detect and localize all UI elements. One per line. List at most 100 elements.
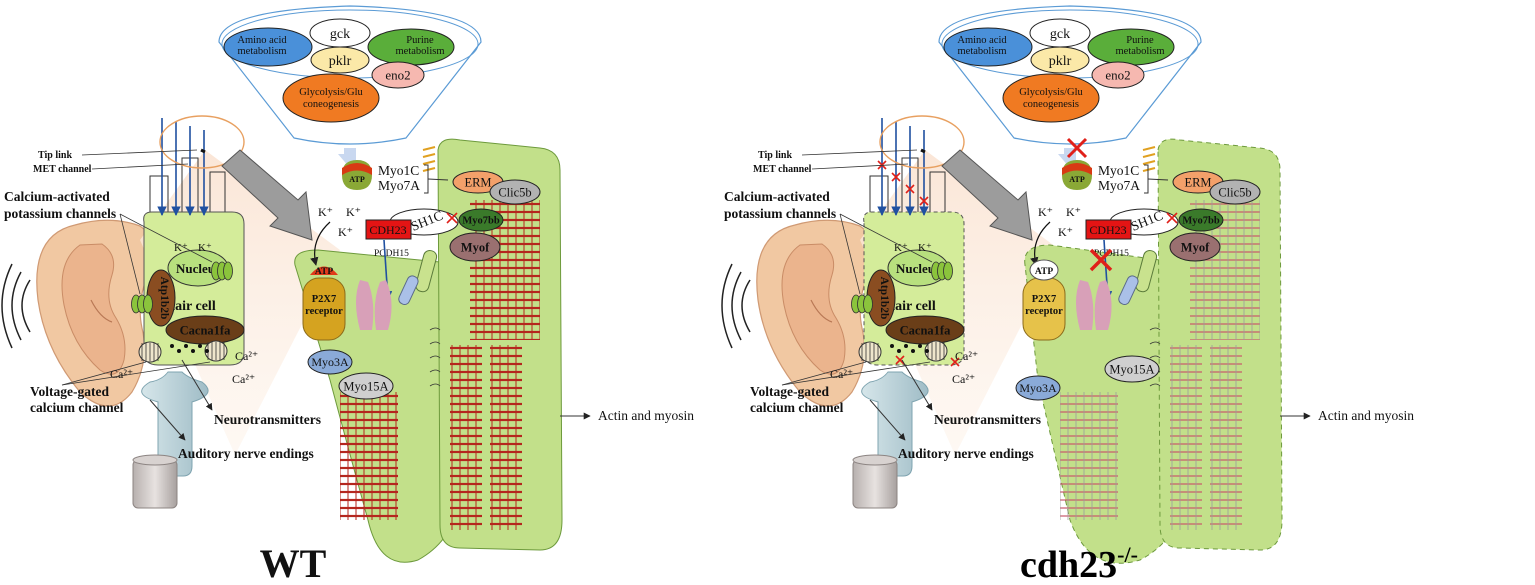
ear-fold	[810, 299, 833, 323]
erm-label: ERM	[1184, 175, 1211, 189]
auditory-nerve	[141, 371, 209, 477]
sound-wave-1	[21, 279, 31, 333]
amino-acid-metabolism	[943, 27, 1033, 67]
erm-link-2	[422, 153, 436, 158]
ca-k-leader-2	[119, 213, 141, 295]
ush1c-cross	[446, 212, 458, 224]
auditory-nerve	[861, 371, 929, 477]
nucleus-label: Nucleus	[176, 261, 220, 276]
vg-channel-label-2: calcium channel	[30, 400, 124, 415]
myo3a-label: Myo3A	[1019, 381, 1057, 395]
ca-k-channels-label-2: potassium channels	[724, 206, 836, 221]
cacna1fa-shape	[165, 315, 245, 345]
cdh23-box	[1085, 219, 1132, 240]
lateral-link-2	[1149, 341, 1161, 345]
myosin-motor-cap	[1062, 163, 1092, 175]
panel-title-wt: WT	[260, 541, 327, 585]
nerve-cylinder	[852, 459, 898, 509]
actin-bundle-right-mid	[1210, 345, 1242, 530]
myof-shape	[449, 232, 501, 262]
k-channel-right	[211, 261, 233, 281]
panel-title-ko-sup: -/-	[1117, 542, 1138, 567]
clic5b-shape	[1209, 179, 1261, 205]
met-blocked-x-2	[891, 172, 901, 182]
bundle-zoom-circle	[879, 115, 965, 169]
panel-title-ko: cdh23-/-	[1020, 542, 1138, 585]
ca-ion-label-right-1: Ca²⁺	[955, 349, 978, 363]
myo7bb-label: Myo7bb	[462, 216, 500, 227]
tip-link-label: Tip link	[38, 150, 72, 161]
ca-ion-label-right-2: Ca²⁺	[232, 372, 255, 386]
neurotransmitters-label: Neurotransmitters	[214, 412, 321, 427]
tip-link-leader	[81, 149, 198, 156]
gene-eno2-shape	[371, 61, 425, 89]
glycolysis-gluconeogenesis-shape	[282, 73, 380, 123]
glycolysis-label-2: coneogenesis	[303, 99, 359, 110]
vesicle-5	[918, 344, 922, 348]
gene-pklr-shape	[1030, 46, 1090, 74]
amino-acid-metabolism	[223, 27, 313, 67]
tip-link-mark	[920, 148, 926, 154]
receptor-right-lobe	[1094, 280, 1112, 330]
neurotransmitters-label: Neurotransmitters	[934, 412, 1041, 427]
gene-pklr-label: pklr	[329, 54, 352, 69]
glycolysis-label-2: coneogenesis	[1023, 99, 1079, 110]
auditory-label: Auditory nerve endings	[898, 446, 1034, 461]
receptor-left-lobe	[356, 280, 374, 330]
panel-wt: Amino acidmetabolismPurinemetabolismGlyc…	[1, 5, 694, 585]
cacna1fa-label: Cacna1fa	[900, 323, 951, 337]
atp1b2b-label: Atp1b2b	[158, 277, 170, 320]
gene-eno2: eno2	[371, 61, 425, 89]
atp1b2b-label: Atp1b2b	[878, 277, 890, 320]
tip-link-leader	[801, 149, 918, 156]
metabolism-funnel: Amino acidmetabolismPurinemetabolismGlyc…	[218, 5, 482, 145]
ush1c-tether	[1135, 249, 1158, 293]
gene-eno2-shape	[1091, 61, 1145, 89]
cacna1fa-label: Cacna1fa	[180, 323, 231, 337]
erm-link-1	[1142, 146, 1156, 151]
vesicle-4	[911, 349, 915, 353]
myo3a-label: Myo3A	[311, 355, 349, 369]
myo3a: Myo3A	[307, 349, 353, 375]
ca-k-leader-1	[119, 213, 213, 263]
ear-inner	[61, 243, 126, 375]
amino-acid-metabolism-shape	[943, 27, 1033, 67]
glycolysis-label-1: Glycolysis/Glu	[299, 87, 363, 98]
ca-ion-label-left: Ca²⁺	[830, 367, 853, 381]
gene-pklr-label: pklr	[1049, 54, 1072, 69]
k-ion-stereo-1: K⁺	[318, 205, 333, 219]
erm-link-2	[1142, 153, 1156, 158]
myo1c-label: Myo1C	[1098, 163, 1139, 178]
met-channel-leader	[811, 163, 909, 170]
myo3a-shape	[1015, 375, 1061, 401]
vg-blocked-x-right	[950, 357, 960, 367]
met-channel-leader	[91, 163, 189, 170]
myosin-motor-cap	[342, 163, 372, 175]
myo7a-label: Myo7A	[1098, 178, 1140, 193]
k-channel-right	[931, 261, 953, 281]
gene-eno2-label: eno2	[1105, 68, 1130, 83]
auditory-arrow	[149, 399, 186, 441]
vesicle-1	[890, 344, 894, 348]
actin-bundle-right-left	[1170, 345, 1202, 530]
myo3a-shape	[307, 349, 353, 375]
clic5b-shape	[489, 179, 541, 205]
vg-channel-label-1: Voltage-gated	[750, 384, 829, 399]
tip-link-label: Tip link	[758, 150, 792, 161]
ush1c-cross	[1166, 212, 1178, 224]
vesicle-1	[170, 344, 174, 348]
myo7bb-label: Myo7bb	[1182, 216, 1220, 227]
k-flow-to-p2x7	[310, 221, 331, 266]
vesicle-3	[184, 344, 188, 348]
myof-label: Myof	[461, 240, 490, 254]
cdh23-label: CDH23	[1089, 223, 1126, 237]
erm-link-3	[1142, 160, 1156, 165]
clic5b-label: Clic5b	[498, 185, 531, 199]
vg-channel-left	[138, 341, 162, 363]
ush1c-tether	[415, 249, 438, 293]
vesicle-6	[925, 349, 929, 353]
